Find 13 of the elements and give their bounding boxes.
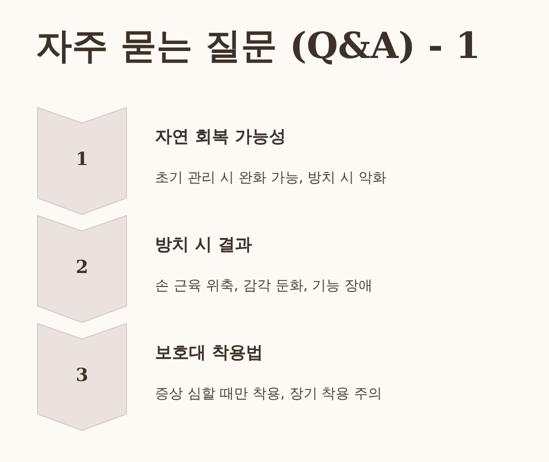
chevron-step: [37, 215, 127, 323]
title: 자주 묻는 질문 (Q&A) - 1: [36, 24, 481, 69]
step-description: 초기 관리 시 완화 가능, 방치 시 악화: [155, 169, 387, 187]
step-number: 2: [74, 257, 90, 278]
chevron-step: [37, 107, 127, 215]
step-number: 3: [74, 365, 90, 386]
step-description: 증상 심할 때만 착용, 장기 착용 주의: [155, 385, 382, 403]
step-heading: 보호대 착용법: [155, 342, 263, 364]
step-number: 1: [74, 149, 90, 170]
chevron-step: [37, 323, 127, 431]
step-heading: 자연 회복 가능성: [155, 126, 286, 148]
step-description: 손 근육 위축, 감각 둔화, 기능 장애: [155, 277, 373, 295]
step-heading: 방치 시 결과: [155, 234, 252, 256]
